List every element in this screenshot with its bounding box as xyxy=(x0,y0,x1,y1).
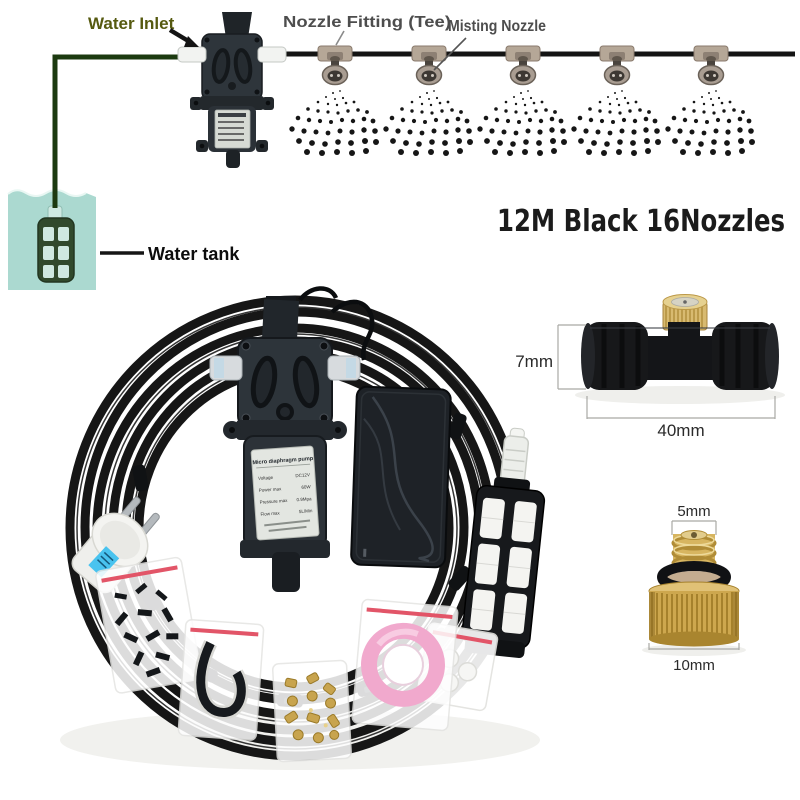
water-tank xyxy=(7,189,96,290)
mist-nozzle-assembly xyxy=(665,46,755,156)
mist-nozzle-assembly xyxy=(289,46,379,156)
tee-fitting-photo: 7mm 40mm xyxy=(515,294,785,440)
parts-bag-brass-nozzles xyxy=(271,659,352,763)
eu-plug xyxy=(71,496,160,594)
pump-spec-label: Micro diaphragm pump Voltage DC12V Power… xyxy=(250,445,320,541)
pump-spec-value: 5L/Min xyxy=(299,508,313,514)
mist-nozzle-assembly xyxy=(383,46,473,156)
water-inlet-arrowhead xyxy=(184,36,199,47)
nozzle-thread-dim: 5mm xyxy=(677,503,710,520)
pump-spec-value: 0.9Mpa xyxy=(296,496,312,502)
mist-nozzle-assembly xyxy=(571,46,661,156)
parts-bag-teflon-tape xyxy=(351,598,459,732)
product-title: 12M Black 16Nozzles xyxy=(497,204,785,239)
pump-photo: Micro diaphragm pump Voltage DC12V Power… xyxy=(209,296,361,592)
tee-dimension-lines xyxy=(557,324,776,419)
plug-sticker xyxy=(88,546,120,578)
inlet-tube xyxy=(52,54,196,208)
misting-nozzle-label: Misting Nozzle xyxy=(448,18,546,35)
water-filter-photo xyxy=(461,427,546,659)
pump-label-title: Micro diaphragm pump xyxy=(252,456,314,466)
pump-spec-name: Flow max xyxy=(260,510,280,516)
pump-spec-name: Power max xyxy=(259,486,283,493)
tee-height-dim: 7mm xyxy=(515,352,553,371)
water-tank-label: Water tank xyxy=(148,244,240,264)
mist-nozzle-assembly xyxy=(477,46,567,156)
pump-spec-name: Voltage xyxy=(258,475,274,481)
pump-spec-value: 60W xyxy=(301,484,311,490)
power-cord xyxy=(298,286,339,302)
kit-photo: Micro diaphragm pump Voltage DC12V Power… xyxy=(60,286,546,770)
tee-length-dim: 40mm xyxy=(657,421,704,440)
water-inlet-label: Water Inlet xyxy=(88,14,175,33)
nozzle-fitting-pointer xyxy=(335,30,345,46)
pump-diagram xyxy=(177,12,287,168)
nozzle-fitting-label: Nozzle Fitting (Tee) xyxy=(283,14,451,31)
installation-diagram: Water Inlet Nozzle Fitting (Tee) Misting… xyxy=(7,12,795,290)
brass-nozzle-photo: 5mm 10mm xyxy=(642,503,746,674)
suction-filter-icon xyxy=(37,217,75,283)
pump-spec-name: Pressure max xyxy=(259,498,288,505)
pump-spec-value: DC12V xyxy=(295,472,310,478)
power-adapter xyxy=(350,385,452,569)
nozzle-dimension-lines xyxy=(648,520,740,650)
parts-bag-elbows xyxy=(177,619,265,741)
misting-nozzle-pointer xyxy=(433,37,467,71)
nozzle-body-dim: 10mm xyxy=(673,657,715,674)
parts-bag-clips xyxy=(95,556,202,694)
power-cord xyxy=(330,299,375,361)
